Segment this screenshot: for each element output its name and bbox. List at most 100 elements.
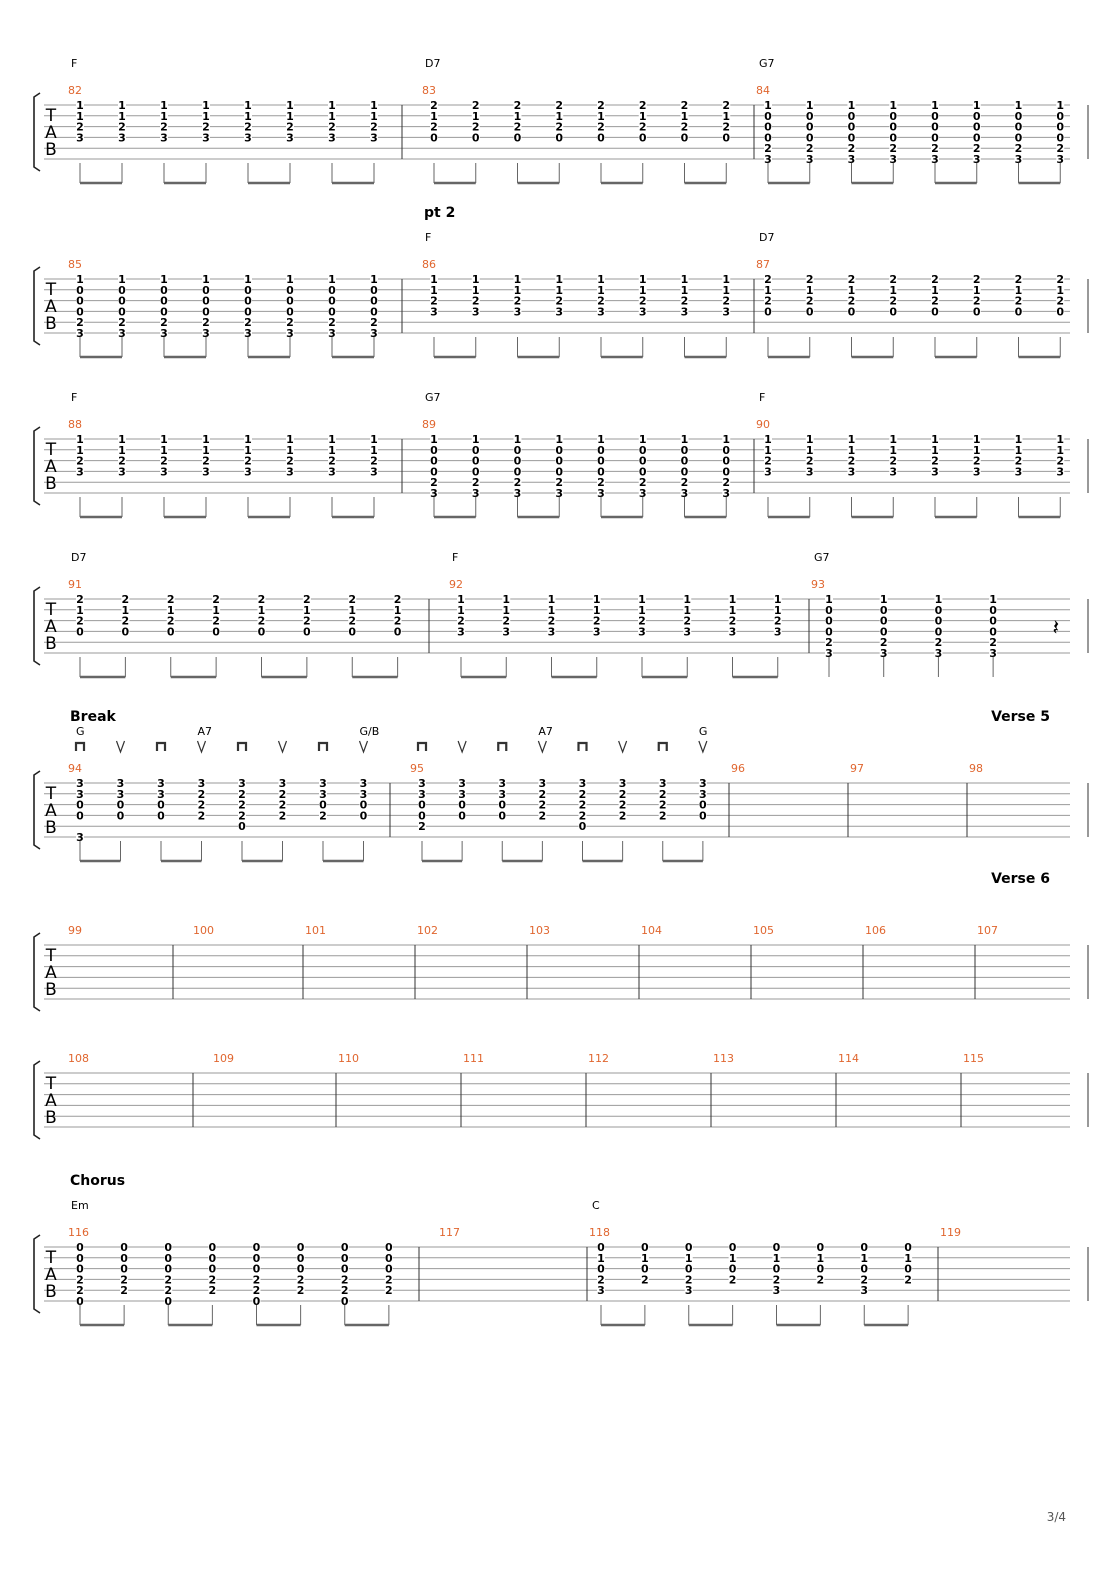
fret-number: 0 bbox=[1056, 305, 1064, 318]
fret-number: 3 bbox=[889, 465, 897, 478]
fret-bg bbox=[772, 1274, 781, 1285]
fret-number: 0 bbox=[639, 455, 647, 468]
fret-number: 1 bbox=[764, 99, 772, 112]
fret-bg bbox=[722, 100, 731, 110]
fret-bg bbox=[1014, 274, 1023, 284]
fret-number: 2 bbox=[472, 121, 480, 134]
fret-bg bbox=[597, 100, 605, 110]
fret-number: 1 bbox=[860, 1252, 868, 1265]
fret-number: 1 bbox=[472, 273, 480, 286]
system-bracket bbox=[33, 266, 41, 346]
tab-clef-letter: T bbox=[45, 946, 57, 966]
fret-bg bbox=[118, 100, 126, 110]
fret-bg bbox=[847, 295, 856, 306]
fret-bg bbox=[972, 306, 981, 317]
fret-number: 2 bbox=[514, 476, 522, 489]
fret-bg bbox=[328, 274, 336, 284]
fret-bg bbox=[118, 132, 126, 143]
tab-clef-letter: T bbox=[45, 600, 57, 620]
fret-bg bbox=[847, 284, 856, 295]
fret-bg bbox=[257, 615, 266, 626]
fret-bg bbox=[418, 778, 426, 788]
fret-bg bbox=[722, 121, 731, 132]
fret-bg bbox=[328, 317, 336, 328]
chord-name: F bbox=[425, 231, 431, 244]
fret-number: 2 bbox=[472, 99, 480, 112]
fret-number: 2 bbox=[118, 316, 126, 329]
fret-number: 3 bbox=[722, 487, 730, 500]
fret-number: 1 bbox=[212, 604, 220, 617]
fret-number: 0 bbox=[848, 121, 856, 134]
chord-name: A7 bbox=[198, 725, 213, 738]
fret-number: 2 bbox=[597, 295, 605, 308]
fret-bg bbox=[458, 810, 467, 821]
fret-number: 3 bbox=[286, 327, 294, 340]
fret-number: 1 bbox=[286, 273, 294, 286]
fret-number: 2 bbox=[76, 121, 84, 134]
fret-bg bbox=[340, 1252, 349, 1263]
fret-number: 1 bbox=[1015, 433, 1023, 446]
fret-bg bbox=[680, 132, 689, 143]
fret-number: 1 bbox=[244, 110, 252, 123]
chord-name: D7 bbox=[71, 551, 86, 564]
fret-bg bbox=[773, 594, 782, 604]
fret-bg bbox=[773, 615, 782, 626]
fret-bg bbox=[889, 434, 898, 444]
fret-number: 2 bbox=[848, 455, 856, 468]
fret-bg bbox=[278, 799, 287, 810]
fret-number: 2 bbox=[1015, 455, 1023, 468]
tab-clef-letter: T bbox=[45, 280, 57, 300]
fret-number: 2 bbox=[973, 455, 981, 468]
fret-bg bbox=[889, 295, 898, 306]
fret-bg bbox=[1056, 284, 1065, 295]
fret-bg bbox=[348, 604, 357, 615]
fret-bg bbox=[989, 626, 998, 637]
fret-number: 3 bbox=[722, 305, 730, 318]
fret-bg bbox=[680, 100, 689, 110]
fret-number: 1 bbox=[286, 99, 294, 112]
fret-bg bbox=[555, 295, 564, 306]
fret-number: 1 bbox=[973, 433, 981, 446]
fret-number: 3 bbox=[848, 153, 856, 166]
fret-bg bbox=[889, 466, 898, 477]
fret-bg bbox=[764, 132, 772, 143]
system-bracket bbox=[33, 1060, 41, 1140]
fret-number: 0 bbox=[202, 305, 210, 318]
fret-bg bbox=[286, 317, 294, 328]
fret-bg bbox=[764, 466, 772, 477]
fret-bg bbox=[1014, 284, 1023, 295]
fret-bg bbox=[847, 121, 856, 132]
page-number: 3/4 bbox=[1046, 1510, 1066, 1524]
measure-number: 115 bbox=[963, 1052, 984, 1065]
fret-bg bbox=[430, 110, 438, 121]
fret-bg bbox=[328, 132, 336, 143]
fret-bg bbox=[359, 799, 368, 810]
fret-bg bbox=[934, 615, 943, 626]
fret-number: 1 bbox=[825, 593, 833, 606]
fret-number: 2 bbox=[817, 1273, 825, 1286]
fret-number: 2 bbox=[681, 99, 689, 112]
fret-bg bbox=[166, 615, 175, 626]
fret-number: 1 bbox=[555, 110, 563, 123]
fret-number: 1 bbox=[202, 433, 210, 446]
fret-bg bbox=[212, 615, 221, 626]
fret-bg bbox=[328, 110, 336, 121]
chord-name: G/B bbox=[360, 725, 380, 738]
fret-number: 0 bbox=[341, 1295, 349, 1308]
fret-number: 3 bbox=[498, 788, 506, 801]
fret-bg bbox=[76, 434, 84, 444]
fret-number: 0 bbox=[806, 305, 814, 318]
fret-bg bbox=[252, 1252, 261, 1263]
fret-bg bbox=[513, 295, 522, 306]
fret-bg bbox=[513, 110, 522, 121]
fret-number: 0 bbox=[555, 455, 563, 468]
fret-number: 0 bbox=[597, 1241, 605, 1254]
fret-bg bbox=[160, 434, 168, 444]
fret-number: 3 bbox=[597, 1284, 605, 1297]
fret-number: 2 bbox=[122, 615, 130, 628]
fret-number: 3 bbox=[328, 131, 336, 144]
fret-bg bbox=[502, 594, 511, 604]
fret-bg bbox=[698, 810, 707, 821]
fret-number: 2 bbox=[303, 593, 311, 606]
fret-bg bbox=[340, 1296, 349, 1306]
